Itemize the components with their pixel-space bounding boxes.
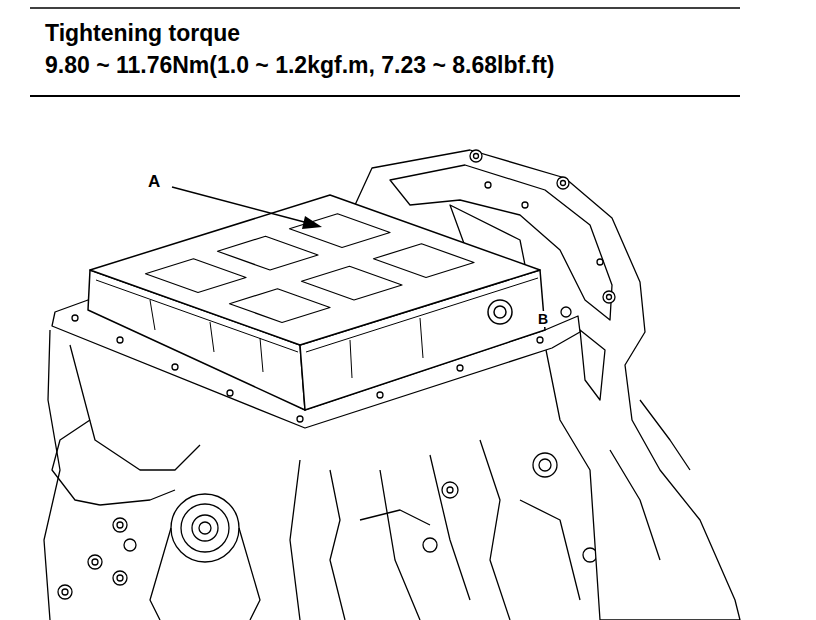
engine-block-part	[192, 515, 218, 541]
oil-pan-flange-part	[377, 392, 383, 398]
heading-rule	[30, 8, 740, 96]
transmission-housing-part	[580, 330, 605, 400]
engine-block-part	[290, 460, 300, 620]
engine-block-part	[533, 453, 557, 477]
transmission-housing-part	[607, 295, 612, 300]
oil-pan	[88, 195, 545, 410]
transmission-housing-part	[522, 202, 528, 208]
oil-pan-rib-part	[374, 244, 475, 278]
engine-block-part	[430, 455, 470, 600]
oil-pan-part	[494, 306, 506, 318]
heading-rule-part	[30, 95, 740, 97]
engine-block-part	[124, 539, 136, 551]
engine-block-part	[423, 538, 437, 552]
callout-letter: A	[146, 172, 162, 192]
engine-block-part	[239, 528, 260, 620]
engine-block-part	[447, 487, 453, 493]
transmission-housing-part	[640, 400, 690, 470]
oil-pan-rib	[146, 214, 475, 323]
oil-pan-part	[150, 300, 263, 372]
leader-arrow-part	[172, 187, 308, 223]
oil-pan-rib-part	[290, 214, 391, 248]
oil-pan-rib-part	[302, 266, 403, 300]
oil-pan-part	[488, 300, 512, 324]
transmission-housing-part	[557, 177, 569, 189]
engine-block-part	[480, 440, 510, 620]
engine-block-part	[171, 494, 239, 562]
oil-pan-part	[90, 195, 540, 345]
oil-pan-flange-part	[457, 365, 463, 371]
oil-pan-part	[96, 280, 298, 352]
torque-value: 9.80 ~ 11.76Nm(1.0 ~ 1.2kgf.m, 7.23 ~ 8.…	[45, 52, 554, 78]
engine-block-part	[539, 459, 551, 471]
engine-block-part	[360, 510, 430, 525]
transmission-housing-part	[474, 154, 479, 159]
engine-block-part	[150, 528, 171, 620]
engine-block-part	[88, 555, 102, 569]
engine-block-part	[58, 585, 72, 599]
engine-block-part	[100, 490, 175, 505]
engine-block-part	[181, 504, 229, 552]
engine-block-part	[113, 518, 127, 532]
engine-block-part	[92, 559, 98, 565]
engine-block-part	[52, 420, 100, 505]
oil-pan-rib-part	[218, 236, 319, 270]
oil-pan-flange-part	[72, 315, 78, 321]
oil-pan-flange-part	[297, 416, 303, 422]
engine-block-part	[380, 470, 420, 620]
engine-block-part	[117, 575, 123, 581]
transmission-housing-part	[603, 291, 615, 303]
heading-rule-part	[30, 7, 740, 9]
engine-block-part	[520, 500, 580, 600]
leader-arrow	[172, 187, 322, 229]
transmission-housing-part	[485, 182, 491, 188]
oil-pan-part	[350, 318, 423, 378]
oil-pan-flange-part	[227, 390, 233, 396]
engine-block-part	[199, 522, 211, 534]
transmission-housing-part	[561, 181, 566, 186]
engine-block-part	[62, 589, 68, 595]
callout-letter: B	[537, 311, 549, 327]
heading-title: Tightening torque	[45, 20, 240, 46]
transmission-housing-part	[610, 450, 660, 560]
engine-block-part	[442, 482, 458, 498]
oil-pan-rib-part	[230, 289, 331, 323]
leader-arrow-part	[302, 216, 322, 229]
engine-block-part	[330, 470, 345, 620]
engine-block-part	[117, 522, 123, 528]
transmission-housing-part	[470, 150, 482, 162]
transmission-housing-part	[597, 259, 603, 265]
oil-pan-flange-part	[117, 337, 123, 343]
engine-block-part	[44, 330, 60, 620]
engine-block-part	[113, 571, 127, 585]
oil-pan-flange-part	[537, 337, 543, 343]
transmission-housing-part	[561, 307, 571, 317]
oil-pan-flange-part	[172, 364, 178, 370]
oil-pan-rib-part	[146, 259, 247, 293]
